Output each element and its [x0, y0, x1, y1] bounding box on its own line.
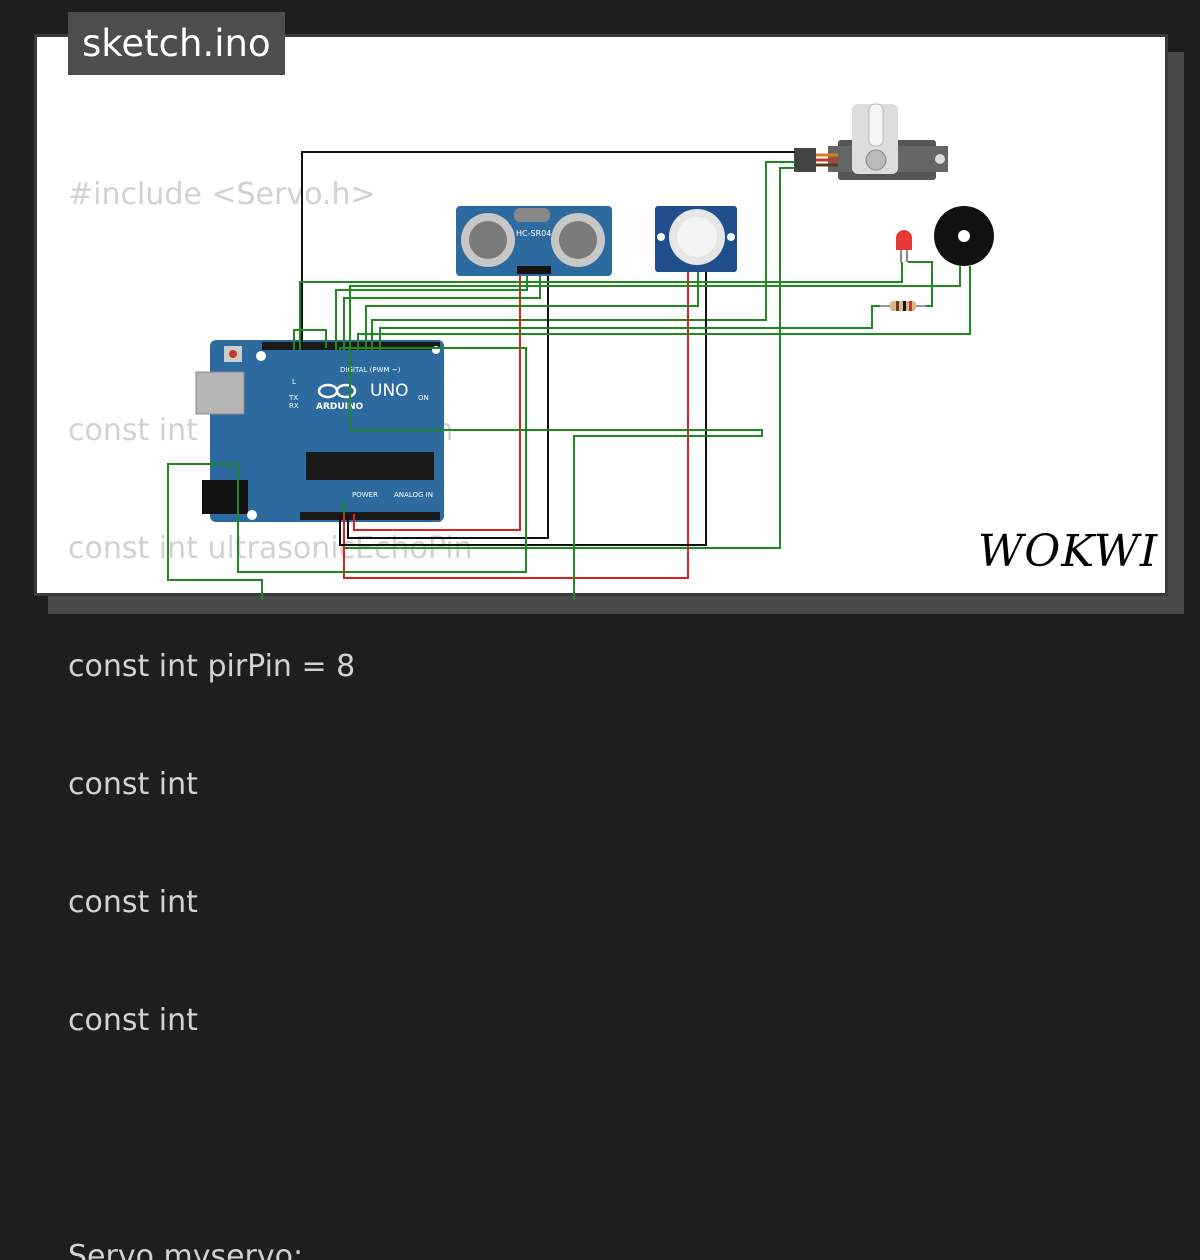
chip: [306, 452, 434, 480]
pir-sensor: [655, 206, 737, 272]
digital-label: DIGITAL (PWM ~): [340, 366, 401, 374]
analog-label: ANALOG IN: [394, 491, 433, 499]
circuit-diagram: DIGITAL (PWM ~) UNO ARDUINO POWER ANALOG…: [167, 103, 994, 600]
on-label: ON: [418, 394, 429, 402]
wires: [167, 151, 971, 600]
board-maker: ARDUINO: [316, 402, 364, 412]
tx-label: TX: [288, 394, 298, 402]
code-line: const int: [68, 1003, 198, 1038]
code-line: const int pirPin = 8: [68, 649, 356, 684]
rx-label: RX: [289, 402, 299, 410]
code-line: #include <Servo.h>: [68, 177, 376, 212]
power-jack: [202, 480, 248, 514]
buzzer: [934, 206, 994, 266]
red-led: [896, 230, 912, 262]
code-line: [68, 1117, 473, 1165]
resistor: [880, 301, 926, 311]
board-name: UNO: [370, 381, 409, 401]
arduino-logo-icon: [317, 383, 357, 399]
ultrasonic-sensor: HC-SR04: [456, 206, 612, 276]
power-label: POWER: [352, 491, 378, 499]
code-line: Servo myservo;: [68, 1239, 304, 1260]
arduino-board: DIGITAL (PWM ~) UNO ARDUINO POWER ANALOG…: [195, 340, 444, 522]
sensor-label: HC-SR04: [516, 229, 551, 238]
wokwi-logo: WOKWI: [978, 526, 1159, 577]
power-header: [300, 512, 440, 520]
usb-port: [195, 371, 245, 415]
sketch-title: sketch.ino: [68, 12, 285, 75]
servo-motor: [794, 103, 948, 180]
code-line: const int: [68, 885, 198, 920]
l-label: L: [292, 378, 296, 386]
code-line: const int: [68, 767, 198, 802]
